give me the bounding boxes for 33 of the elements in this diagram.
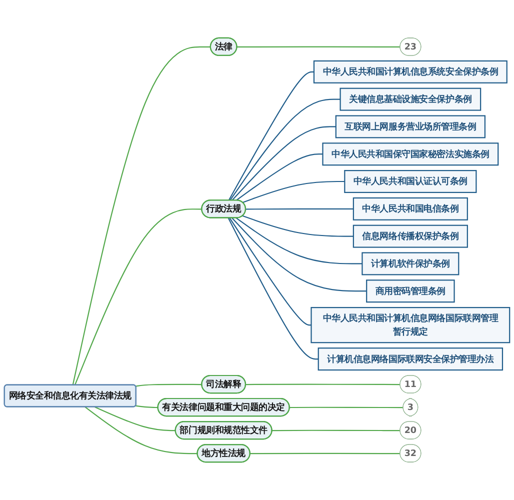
node-box: 关键信息基础设施安全保护条例 (340, 88, 482, 111)
connector (136, 405, 158, 408)
node-box: 中华人民共和国计算机信息网络国际联网管理暂行规定 (310, 307, 510, 344)
connector (237, 46, 400, 48)
connector (246, 384, 400, 386)
node-box: 信息网络传播权保护条例 (352, 224, 468, 248)
node-box: 计算机信息网络国际联网安全保护管理办法 (318, 348, 504, 371)
connector (242, 180, 345, 203)
node-box: 中华人民共和国保守国家秘密法实施条例 (322, 142, 499, 166)
node-box: 中华人民共和国计算机信息系统安全保护条例 (313, 60, 508, 84)
connector (250, 452, 400, 454)
connector (232, 126, 336, 201)
connector (242, 215, 354, 237)
connector (230, 98, 340, 201)
connector (74, 208, 202, 386)
connector (228, 71, 314, 201)
connector (290, 406, 404, 408)
node-box: 计算机软件保护条例 (362, 252, 460, 276)
connector (272, 430, 400, 432)
connector (236, 154, 323, 201)
node-box: 互联网上网服务营业场所管理条例 (335, 115, 486, 138)
connector (94, 406, 176, 432)
connector (246, 208, 354, 210)
connector (72, 46, 211, 386)
connector (229, 218, 312, 326)
node-box: 中华人民共和国认证认可条例 (344, 170, 477, 193)
node-box: 商用密码管理条例 (366, 280, 455, 303)
node-box: 中华人民共和国电信条例 (352, 197, 468, 220)
connector (236, 218, 362, 264)
connector (228, 218, 318, 360)
connector (232, 218, 367, 292)
connector (84, 406, 198, 454)
connector (136, 384, 202, 387)
